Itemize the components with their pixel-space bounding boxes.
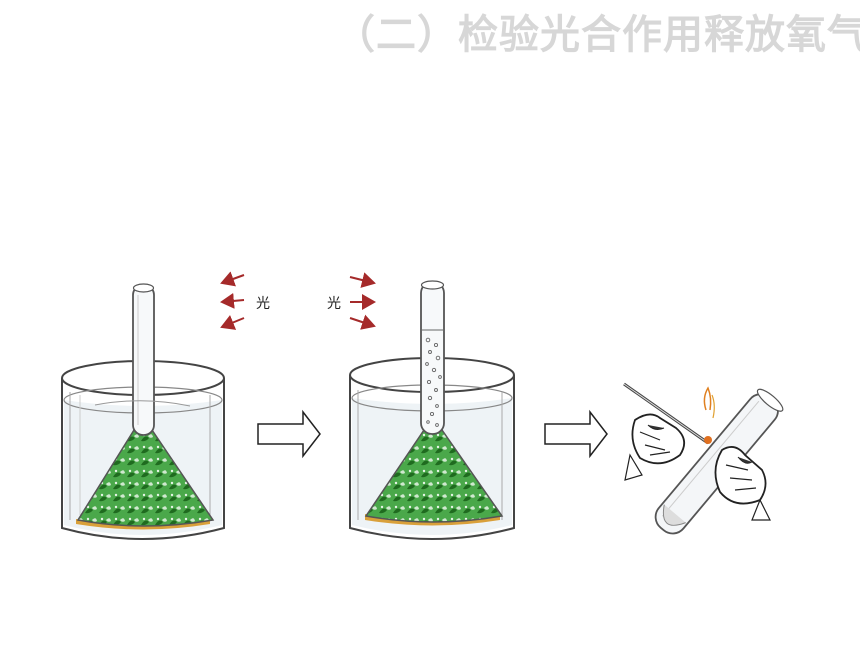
step-arrow-1 (257, 409, 321, 459)
glowing-tip (704, 436, 712, 444)
step-arrow-2 (544, 409, 608, 459)
sand-right (365, 514, 500, 526)
pondweed-left (76, 429, 215, 527)
light-label-right: 光 (327, 296, 341, 312)
beaker-left (61, 283, 225, 540)
hand-right (714, 446, 767, 505)
light-arrows-left (220, 271, 245, 330)
light-label-left: 光 (256, 296, 270, 312)
oxygen-bubbles (425, 337, 442, 427)
splint-test (623, 382, 784, 535)
test-tube-left (132, 284, 155, 436)
sand-left (76, 519, 210, 530)
beaker-right (349, 280, 515, 540)
light-arrows-right (349, 272, 376, 330)
test-tube-right (420, 281, 445, 435)
pondweed-right (364, 429, 504, 523)
page-title: （二）检验光合作用释放氧气 (335, 12, 860, 58)
